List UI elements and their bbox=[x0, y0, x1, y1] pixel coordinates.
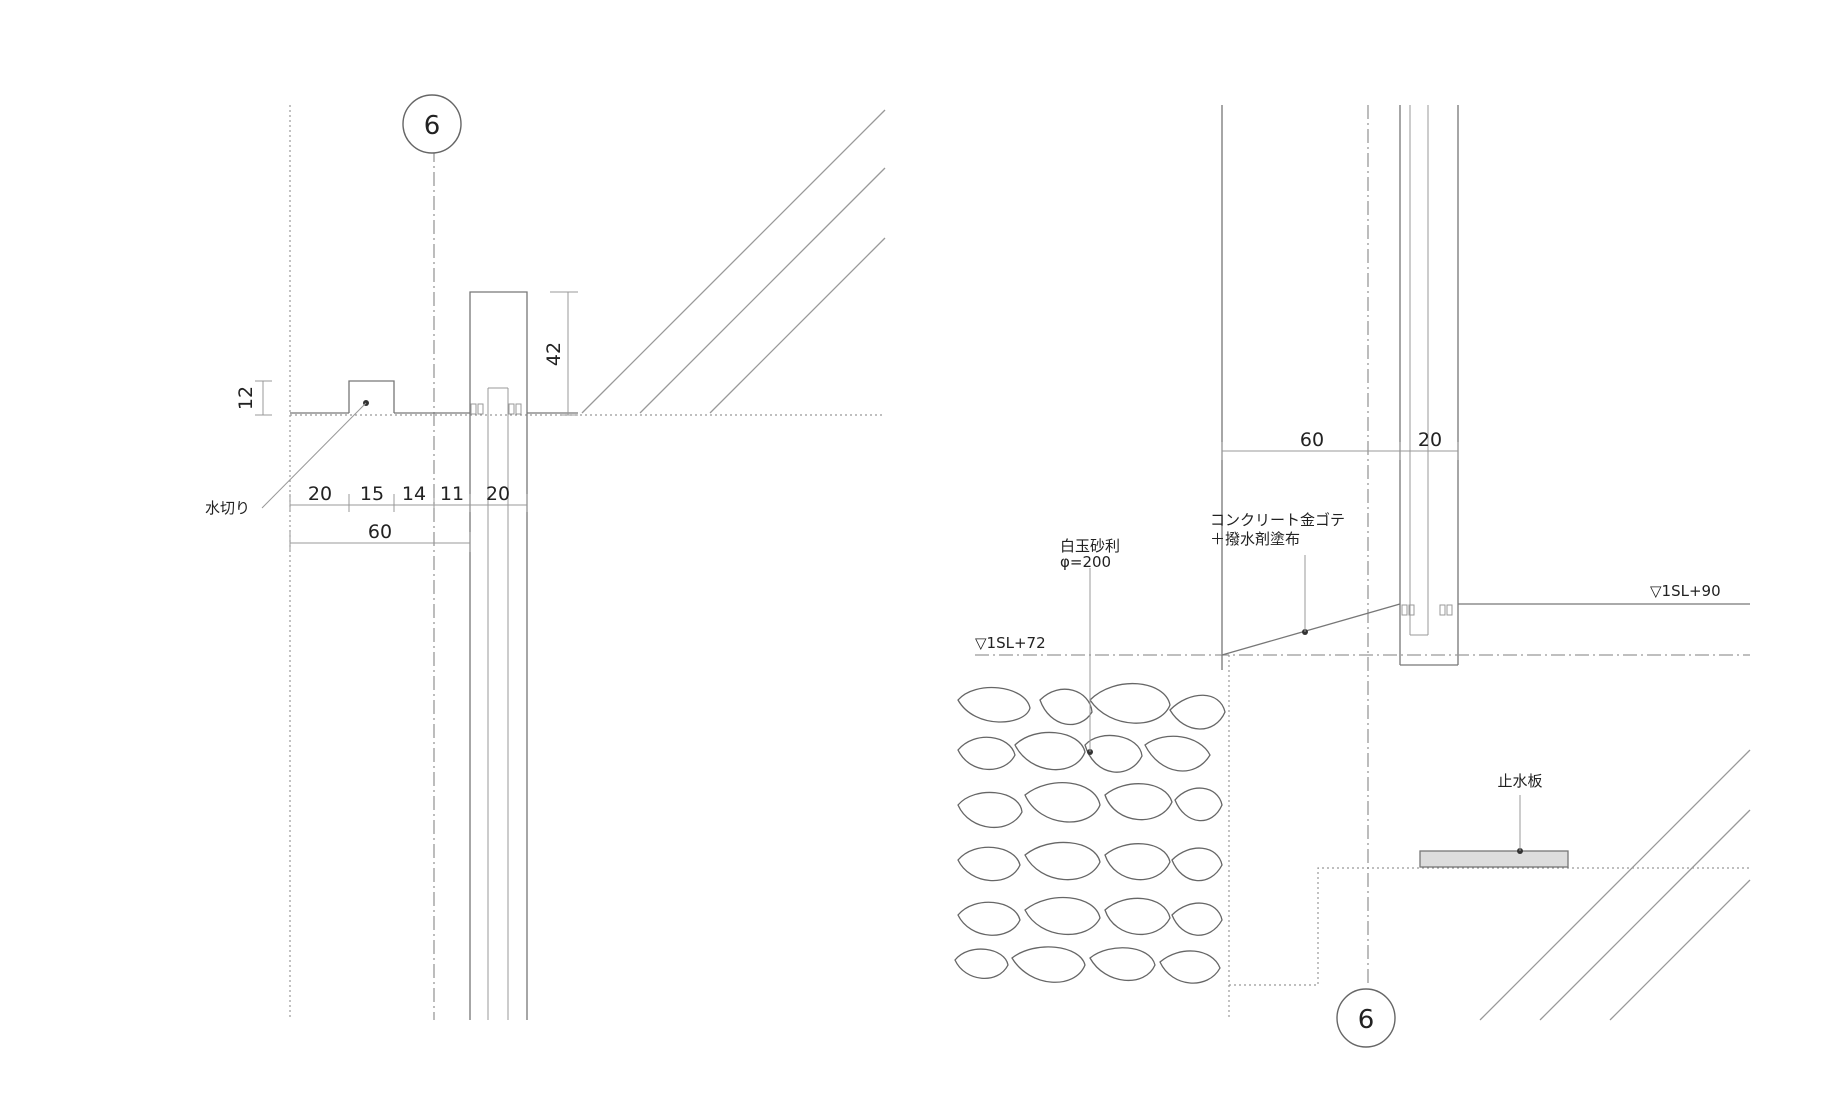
level-right-label: ▽1SL+90 bbox=[1650, 582, 1721, 600]
dim-height-large: 42 bbox=[543, 291, 578, 416]
dim-row-2: 15 bbox=[360, 483, 384, 505]
left-detail: 6 水切り 12 42 bbox=[205, 94, 886, 1020]
dim-row-5: 20 bbox=[486, 483, 510, 505]
right-hatching bbox=[1479, 749, 1751, 1021]
dim-height-small-label: 12 bbox=[235, 386, 257, 410]
dim-row-4: 11 bbox=[440, 483, 464, 505]
dim-height-small: 12 bbox=[235, 380, 272, 416]
dim-row-3: 14 bbox=[402, 483, 426, 505]
dim-height-large-label: 42 bbox=[543, 342, 565, 366]
right-detail: 6 60 20 ▽1SL+72 ▽1SL+90 bbox=[954, 105, 1751, 1048]
dim-total: 60 bbox=[289, 521, 471, 552]
tall-upstand bbox=[469, 291, 528, 1020]
note-concrete-line1: コンクリート金ゴテ bbox=[1210, 511, 1345, 529]
sealant-marks-left bbox=[470, 403, 522, 415]
drip-leader-line bbox=[261, 402, 367, 509]
drip-bump bbox=[348, 380, 395, 413]
note-concrete-line2: ＋撥水剤塗布 bbox=[1210, 530, 1300, 548]
note-gravel-line1: 白玉砂利 bbox=[1060, 537, 1120, 555]
dim-b-label: 20 bbox=[1418, 429, 1442, 451]
gravel-area bbox=[954, 682, 1226, 984]
dim-a-label: 60 bbox=[1300, 429, 1324, 451]
waterstop-plate bbox=[1419, 850, 1569, 868]
grid-bubble bbox=[402, 94, 462, 154]
dim-total-label: 60 bbox=[368, 521, 392, 543]
left-hatching bbox=[581, 109, 886, 414]
dims-right: 60 20 bbox=[1221, 429, 1459, 460]
note-waterstop: 止水板 bbox=[1497, 772, 1542, 790]
level-left-label: ▽1SL+72 bbox=[975, 634, 1046, 652]
note-drip: 水切り bbox=[205, 499, 250, 517]
foundation-outline bbox=[1229, 867, 1750, 986]
dim-row-1: 20 bbox=[308, 483, 332, 505]
frame-lines bbox=[1399, 105, 1459, 666]
dims-row: 20 15 14 11 20 bbox=[289, 483, 528, 512]
grid-label: 6 bbox=[424, 111, 441, 141]
grid-bubble-right bbox=[1336, 988, 1396, 1048]
sloped-concrete-line bbox=[1221, 603, 1401, 656]
grid-label-right: 6 bbox=[1358, 1005, 1375, 1035]
note-gravel-line2: φ=200 bbox=[1060, 553, 1111, 571]
